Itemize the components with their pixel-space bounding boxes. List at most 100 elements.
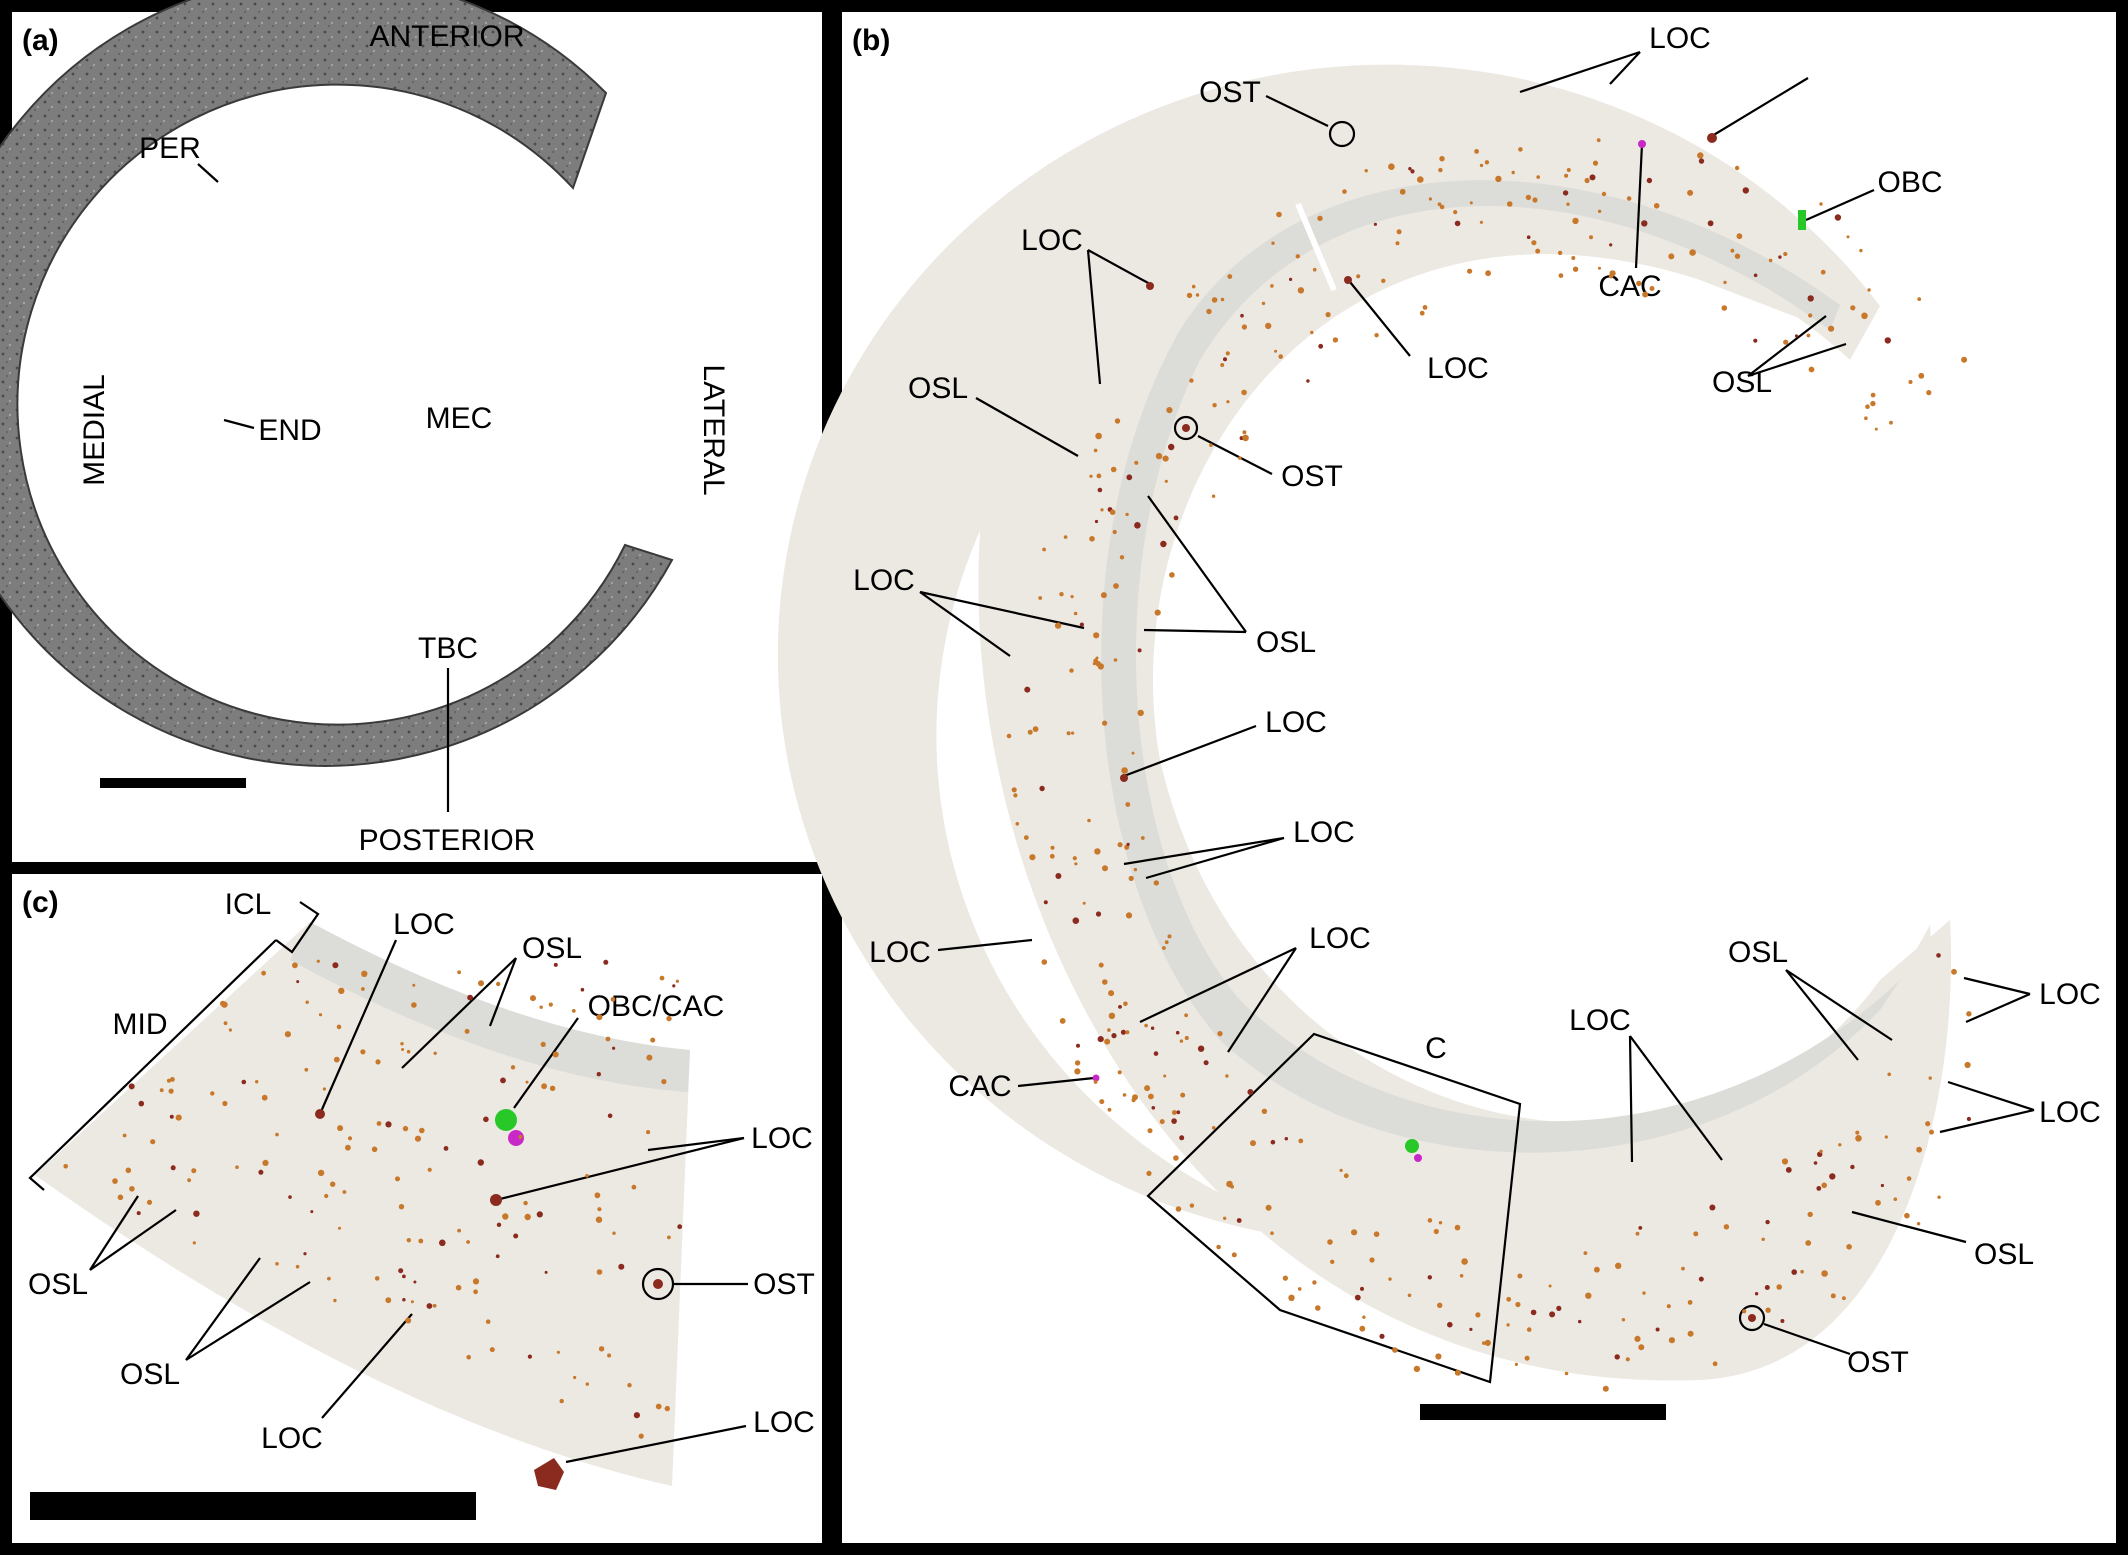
lacuna-dot (1479, 163, 1484, 168)
lacuna-dot (1343, 1173, 1349, 1179)
lacuna-dot (596, 1269, 603, 1275)
lacuna-dot (1111, 1033, 1117, 1039)
panel-b-ost-label-3: OST (1847, 1346, 1909, 1379)
lacuna-dot (1736, 233, 1743, 240)
lacuna-dot (1043, 900, 1048, 905)
lacuna-dot (1889, 420, 1893, 425)
tbc-label: TBC (418, 632, 478, 665)
lacuna-dot (1134, 522, 1141, 529)
lacuna-dot (262, 1159, 269, 1166)
panel-b-loc-label-4: LOC (853, 564, 915, 597)
panel-b-loc-top-leader-1 (1519, 50, 1641, 94)
panel-b-osl-mid-leader-1 (1147, 495, 1247, 633)
lacuna-dot (659, 975, 665, 981)
lacuna-dot (1175, 1030, 1180, 1035)
lacuna-dot (1063, 535, 1068, 539)
lacuna-dot (1250, 1140, 1256, 1147)
panel-b-section-fill (978, 131, 1952, 1381)
panel-b-loc-leader-10a (1963, 976, 2031, 996)
lacuna-dot (1176, 1110, 1181, 1115)
lacuna-dot (1783, 251, 1788, 257)
lacuna-dot (402, 1125, 409, 1132)
lacuna-dot (1236, 1218, 1242, 1223)
lacuna-dot (1609, 243, 1613, 247)
lacuna-dot (1146, 1170, 1152, 1176)
lacuna-dot (1332, 337, 1339, 343)
lacuna-dot (1089, 474, 1093, 478)
lacuna-dot (136, 1211, 141, 1216)
lacuna-dot (125, 1167, 132, 1174)
lacuna-dot (1768, 258, 1773, 263)
lacuna-dot (1427, 1218, 1433, 1223)
obc-cell (1798, 210, 1806, 230)
lacuna-dot (1171, 1118, 1177, 1124)
obc-cell (495, 1109, 517, 1131)
medial-label: MEDIAL (78, 374, 111, 486)
lacuna-dot (398, 1268, 404, 1274)
lacuna-dot (1884, 337, 1892, 344)
panel-a-per-leader (197, 163, 219, 183)
lacuna-dot (347, 1136, 353, 1141)
panel-b-inner-band (1101, 180, 1900, 1153)
lacuna-dot (318, 1013, 323, 1017)
lacuna-dot (467, 994, 473, 1001)
lacuna-dot (1312, 1280, 1317, 1285)
lacuna-dot (338, 987, 345, 994)
lacuna-dot (419, 1127, 425, 1134)
lacuna-dot (571, 1009, 576, 1013)
lacuna-dot (1153, 880, 1160, 886)
lacuna-dot (1074, 1068, 1081, 1075)
lacuna-dot (573, 1375, 577, 1380)
lacuna-dot (1484, 1339, 1491, 1346)
lacuna-dot (1776, 1284, 1782, 1290)
lacuna-dot (1807, 1211, 1813, 1218)
lacuna-dot (1870, 392, 1876, 398)
panel-c-icl-band (290, 922, 690, 1092)
lacuna-dot (333, 1056, 340, 1063)
lacuna-dot (1723, 1224, 1730, 1230)
lacuna-dot (1791, 1269, 1797, 1275)
panel-c-osl-label-3: OSL (120, 1358, 180, 1391)
lacuna-dot (1433, 1228, 1439, 1235)
lacuna-dot (1785, 1167, 1792, 1173)
lacuna-dot (1098, 962, 1104, 968)
lacuna-dot (1558, 273, 1564, 278)
lacuna-dot (672, 984, 676, 988)
lacuna-loc (315, 1109, 325, 1119)
lacuna-dot (1459, 1274, 1464, 1278)
lacuna-dot (1649, 286, 1655, 291)
lacuna-dot (1159, 1119, 1165, 1125)
lacuna-dot (1399, 188, 1406, 195)
lacuna-dot (330, 1181, 336, 1187)
lacuna-dot (1095, 432, 1102, 440)
lacuna-dot (1585, 1292, 1592, 1299)
panel-c-label: (c) (22, 886, 59, 919)
lacuna-dot (1819, 202, 1823, 206)
lacuna-dot (1023, 835, 1029, 840)
lacuna-dot (1794, 334, 1799, 338)
lacuna-dot (1689, 249, 1696, 256)
lacuna-dot (1778, 255, 1782, 259)
lacuna-dot (1428, 197, 1432, 201)
lacuna-dot (443, 1146, 449, 1151)
lacuna-dot (1525, 194, 1532, 201)
lacuna-dot (1966, 1011, 1972, 1017)
lacuna-dot (1712, 1361, 1718, 1367)
lacuna-dot (1173, 515, 1179, 521)
lacuna-dot (1621, 1318, 1626, 1322)
lacuna-dot (310, 1210, 314, 1214)
panel-b-loc-leader-9a (1628, 1035, 1634, 1163)
lacuna-dot (1102, 979, 1108, 985)
lacuna-dot (1506, 1323, 1510, 1327)
lacuna-dot (496, 1222, 502, 1228)
lacuna-dot (1583, 1251, 1588, 1255)
lacuna-dot (1666, 1304, 1671, 1309)
lacuna-dot (1928, 1076, 1932, 1080)
cac-cell (1638, 140, 1646, 148)
lacuna-dot (1362, 1315, 1366, 1319)
lacuna-dot (1079, 622, 1084, 627)
lacuna-dot (1144, 1085, 1151, 1092)
lacuna-dot (1318, 343, 1324, 349)
lacuna-dot (304, 1067, 309, 1072)
lacuna-dot (432, 1303, 437, 1308)
